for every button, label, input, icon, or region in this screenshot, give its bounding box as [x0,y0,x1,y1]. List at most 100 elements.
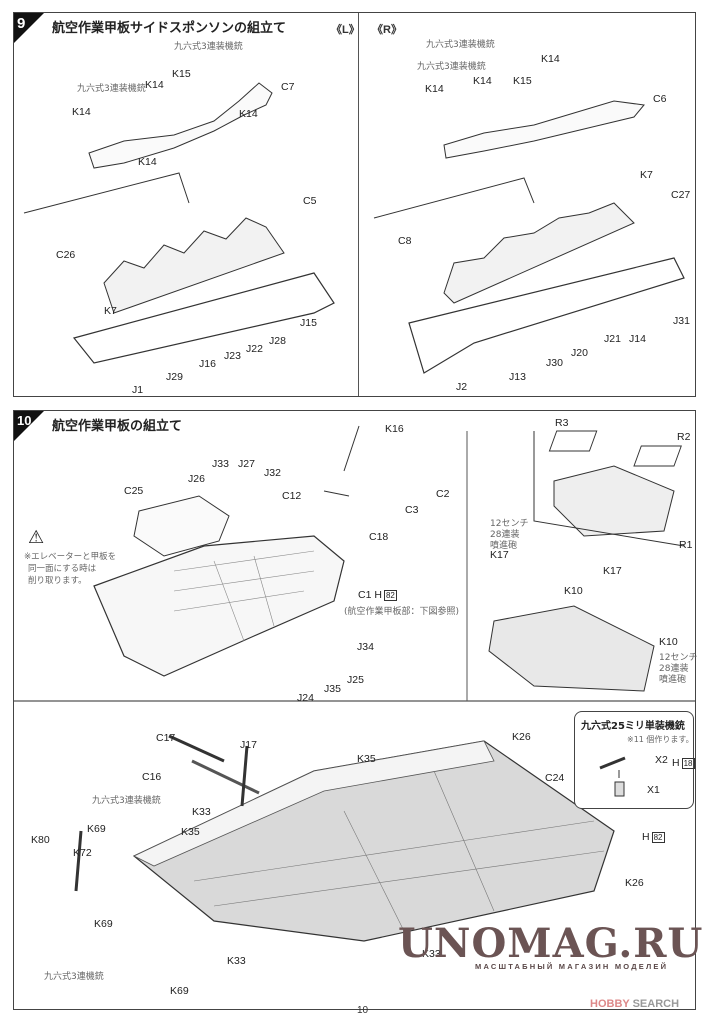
label-k69-c: K69 [170,985,189,997]
label-k14-l2: K14 [239,108,258,120]
sponson-c7-part [88,82,273,169]
hobby-search-suffix: SEARCH [632,998,680,1010]
deck-j2-part [408,257,685,374]
warning-text-3: 削り取ります。 [28,576,87,586]
label-c6: C6 [653,93,667,105]
label-c25: C25 [124,485,144,497]
label-k72: K72 [73,847,92,859]
label-k33-b: K33 [227,955,246,967]
label-j32: J32 [264,467,281,479]
label-j35: J35 [324,683,341,695]
label-k69-a: K69 [87,823,106,835]
gun-note-2b: 28連装 [659,664,689,674]
elevator-c25-part [133,495,230,557]
label-k17-left: K17 [490,549,509,561]
hobby-search-brand: HOBBY [590,998,630,1010]
box-r3-part [548,430,598,452]
label-j29: J29 [166,371,183,383]
watermark-logo: UNOMAG.RU [398,920,704,967]
deck-c1-part [93,535,345,677]
warning-text-2: 同一面にする時は [28,564,97,574]
label-k33-a: K33 [192,806,211,818]
gun-note-2c: 噴進砲 [659,675,687,685]
deck-j1-part [72,272,335,364]
warning-triangle-icon: ⚠ [28,527,45,547]
bracket-row-right [443,202,635,304]
label-k7-left: K7 [104,305,117,317]
label-j22: J22 [246,343,263,355]
label-x2: X2 [655,754,668,766]
label-type96-sub-1: 九六式3連装機銃 [92,796,161,806]
step10-number: 10 [17,413,32,428]
post-j17-part [240,745,249,807]
label-j17: J17 [240,739,257,751]
label-j31: J31 [673,315,690,327]
label-k26-b: K26 [625,877,644,889]
rod-c17-part [168,734,225,763]
gun-note-1b: 28連装 [490,530,520,540]
label-type96-right-1: 九六式3連装機銃 [426,40,495,50]
gun-note-1c: 噴進砲 [490,541,518,551]
label-j2: J2 [456,381,468,393]
label-j25: J25 [347,674,364,686]
label-j26: J26 [188,473,205,485]
gun-note-1a: 12センチ [490,519,529,529]
callout-title: 九六式25ミリ単装機銃 [581,721,685,732]
sponson-c6-part [443,100,645,159]
warning-text-1: ※エレベーターと甲板を [24,552,117,562]
side-label-left: 《L》 [331,24,360,36]
c1-note: (航空作業甲板部：下図参照) [344,607,460,617]
c1-code: C1 [358,589,372,601]
label-k69-b: K69 [94,918,113,930]
label-j34: J34 [357,641,374,653]
callout-ref-box: 18 [681,758,695,769]
step10-panel: 10 航空作業甲板の組立て [13,410,697,1010]
label-x1: X1 [647,784,660,796]
label-k10-left: K10 [564,585,583,597]
step9-divider [358,13,359,396]
label-k14-l1: K14 [145,79,164,91]
c1-ref-letter: H [374,589,382,601]
h82-box: 82 [651,832,665,843]
label-type96-left-2: 九六式3連装機銃 [77,84,146,94]
label-r1: R1 [679,539,693,551]
label-k33-c: K33 [422,948,441,960]
callout-ref-letter: H [672,757,680,769]
label-r3: R3 [555,417,569,429]
label-j13: J13 [509,371,526,383]
bracket-row-left [103,217,285,314]
step10-badge [14,411,44,441]
c1-ref-box: 82 [383,590,397,601]
watermark-subtitle: МАСШТАБНЫЙ МАГАЗИН МОДЕЛЕЙ [475,962,669,971]
label-k14-l3: K14 [72,106,91,118]
label-j28: J28 [269,335,286,347]
label-c24: C24 [545,772,565,784]
label-k10-right: K10 [659,636,678,648]
box-r2-part [633,445,682,467]
label-j23: J23 [224,350,241,362]
gun-mount-drawing [599,756,626,797]
label-j15: J15 [300,317,317,329]
label-c16: C16 [142,771,162,783]
label-c7: C7 [281,81,295,93]
label-c8: C8 [398,235,412,247]
label-c5: C5 [303,195,317,207]
zoom-wedge-right [373,177,535,219]
label-j20: J20 [571,347,588,359]
label-k16: K16 [385,423,404,435]
side-label-right: 《R》 [372,24,402,36]
label-k14-r1: K14 [425,83,444,95]
label-type96-right-2: 九六式3連装機銃 [417,62,486,72]
post-k80-part [74,830,83,892]
rod-c16-part [191,759,260,795]
label-j21: J21 [604,333,621,345]
label-j1: J1 [132,384,144,396]
label-c17: C17 [156,732,176,744]
callout-note: ※11 個作ります。 [627,735,694,744]
label-c18: C18 [369,531,389,543]
step9-panel: 9 航空作業甲板サイドスポンソンの組立て 《L》 《R》 九六式3連装機銃 九六… [13,12,696,397]
